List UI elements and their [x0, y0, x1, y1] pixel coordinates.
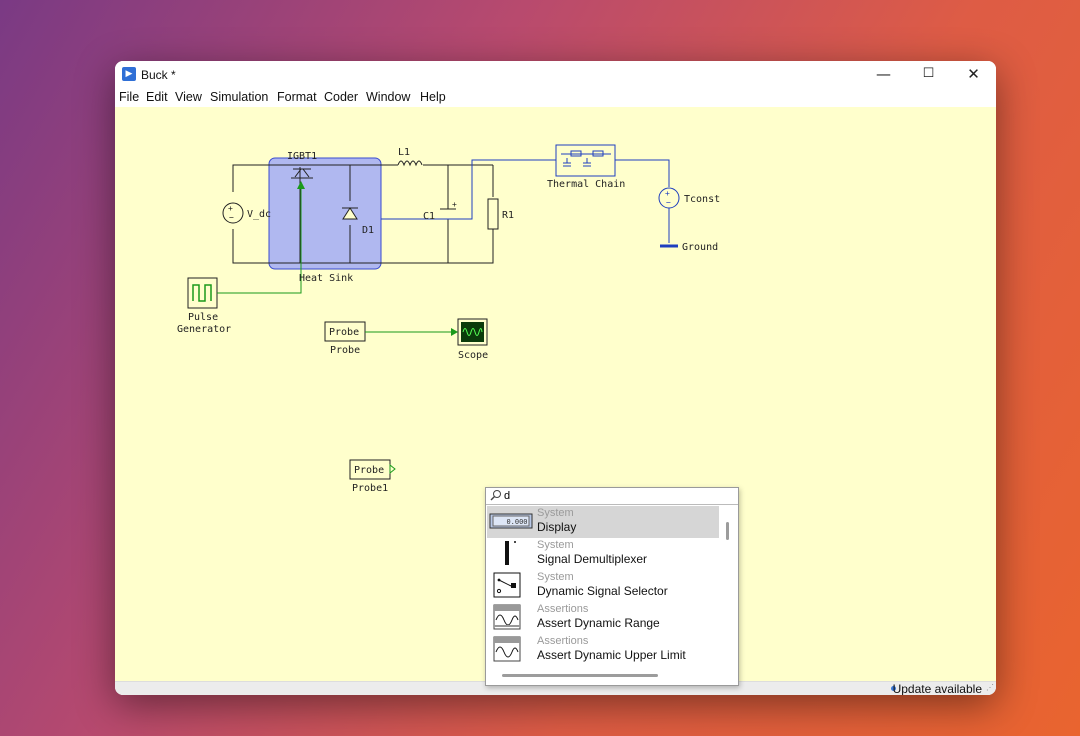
igbt-icon[interactable]: [291, 164, 313, 179]
label-capacitor: C1: [423, 211, 435, 222]
assert-upper-limit-thumbnail-icon: [493, 636, 521, 662]
thermal-chain-icon: [561, 150, 611, 167]
heat-sink-block[interactable]: [268, 157, 382, 270]
display-thumbnail-icon: 0.000: [489, 513, 533, 529]
svg-text:+: +: [665, 189, 670, 198]
gate-signal-wire: [217, 185, 302, 294]
schematic-svg: + − +: [177, 144, 720, 494]
window-title: Buck *: [141, 68, 176, 82]
label-inductor: L1: [398, 147, 410, 158]
resize-grip-icon[interactable]: ⋰: [986, 683, 994, 692]
label-generator: Generator: [177, 324, 231, 335]
item-name: Assert Dynamic Upper Limit: [537, 648, 686, 662]
menu-edit[interactable]: Edit: [146, 90, 168, 104]
library-search-popup: 0.000 System Display System Signal Demul…: [485, 487, 739, 686]
demux-thumbnail-icon: [505, 541, 516, 565]
label-probe: Probe: [330, 345, 360, 356]
update-available-link[interactable]: Update available: [892, 682, 982, 695]
maximize-button[interactable]: ☐: [922, 66, 935, 81]
item-category: Assertions: [537, 635, 589, 647]
close-button[interactable]: ✕: [967, 65, 980, 83]
menu-file[interactable]: File: [119, 90, 140, 104]
menu-help[interactable]: Help: [420, 90, 446, 104]
svg-text:+: +: [452, 200, 457, 209]
list-item[interactable]: System Signal Demultiplexer: [487, 538, 719, 570]
signal-selector-thumbnail-icon: [493, 572, 521, 598]
list-item[interactable]: Assertions Assert Dynamic Upper Limit: [487, 634, 719, 666]
item-category: System: [537, 571, 574, 583]
label-probe1: Probe1: [352, 483, 388, 494]
probe1-output-port: [389, 463, 396, 475]
search-input[interactable]: [504, 489, 732, 502]
tconst-icon[interactable]: [658, 187, 680, 209]
item-name: Signal Demultiplexer: [537, 552, 648, 566]
item-name: Assert Dynamic Range: [537, 616, 660, 630]
item-category: Assertions: [537, 603, 589, 615]
voltage-source-icon[interactable]: [222, 202, 244, 224]
app-icon: ▶: [122, 67, 136, 81]
item-category: System: [537, 539, 574, 551]
label-scope: Scope: [458, 350, 488, 361]
probe-block-text: Probe: [329, 327, 359, 338]
svg-text:−: −: [666, 198, 671, 207]
resistor-icon[interactable]: [487, 198, 499, 230]
label-resistor: R1: [502, 210, 514, 221]
menu-coder[interactable]: Coder: [324, 90, 359, 104]
horizontal-scrollbar[interactable]: [502, 674, 658, 677]
update-dot-icon: [891, 686, 896, 691]
menu-bar: File Edit View Simulation Format Coder W…: [115, 89, 996, 107]
label-diode: D1: [362, 225, 374, 236]
label-igbt: IGBT1: [287, 151, 317, 162]
menu-simulation[interactable]: Simulation: [210, 90, 269, 104]
svg-text:0.000: 0.000: [506, 518, 527, 526]
label-ground: Ground: [682, 242, 718, 253]
menu-window[interactable]: Window: [366, 90, 411, 104]
item-category: System: [537, 507, 574, 519]
diode-icon[interactable]: [342, 207, 358, 220]
label-vdc: V_dc: [247, 209, 271, 220]
search-icon: [490, 490, 501, 501]
item-name: Dynamic Signal Selector: [537, 584, 668, 598]
probe-arrow: [451, 328, 458, 336]
search-row: [486, 488, 738, 505]
scope-screen: [461, 322, 484, 342]
title-bar: ▶ Buck * — ☐ ✕: [115, 61, 996, 89]
list-item[interactable]: System Dynamic Signal Selector: [487, 570, 719, 602]
gate-arrow: [297, 181, 305, 189]
label-heat-sink: Heat Sink: [299, 273, 353, 284]
capacitor-icon[interactable]: [440, 208, 456, 220]
svg-text:+: +: [228, 204, 233, 213]
svg-text:−: −: [229, 213, 234, 222]
thermal-wires: [381, 159, 678, 248]
assert-range-thumbnail-icon: [493, 604, 521, 630]
pulse-icon: [192, 284, 212, 302]
label-thermal-chain: Thermal Chain: [547, 179, 625, 190]
item-name: Display: [537, 520, 577, 534]
vertical-scrollbar[interactable]: [726, 522, 729, 540]
label-tconst: Tconst: [684, 194, 720, 205]
list-item[interactable]: Assertions Assert Dynamic Range: [487, 602, 719, 634]
probe1-block-text: Probe: [354, 465, 384, 476]
label-pulse: Pulse: [188, 312, 218, 323]
menu-view[interactable]: View: [175, 90, 202, 104]
minimize-button[interactable]: —: [876, 65, 891, 83]
thermal-chain-block[interactable]: [555, 144, 616, 177]
inductor-icon[interactable]: [397, 160, 423, 167]
list-item[interactable]: 0.000 System Display: [487, 506, 719, 538]
scope-trace: [462, 328, 483, 336]
menu-format[interactable]: Format: [277, 90, 317, 104]
